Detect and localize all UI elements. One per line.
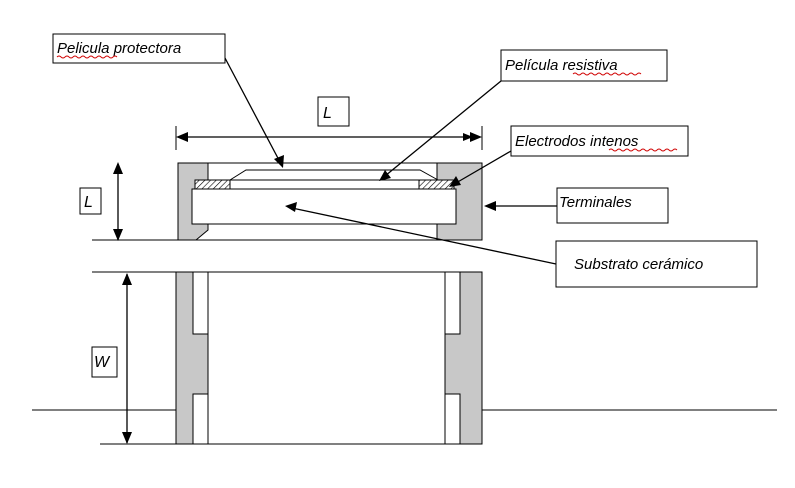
resistive-film-leader (384, 80, 502, 177)
ceramic-substrate-label: Substrato cerámico (574, 256, 703, 273)
top-view (32, 271, 777, 445)
ceramic-substrate-leader (291, 207, 557, 265)
resistor-body-top (209, 273, 444, 443)
internal-electrodes-label-box (510, 125, 689, 157)
protective-film-leader (224, 57, 281, 163)
length-dimension-label: L (323, 105, 332, 122)
callouts: Pelicula protectora Película resistiva E… (52, 33, 758, 288)
left-terminal-notch-lower (192, 393, 209, 445)
width-dimension-label: W (94, 354, 111, 371)
right-terminal-notch-upper (444, 271, 461, 335)
height-dimension-box (79, 187, 102, 215)
width-dimension-box (91, 346, 118, 378)
right-internal-electrode (418, 179, 455, 190)
dimensions: L L W (79, 96, 483, 444)
side-view (92, 162, 483, 241)
resistive-film-label-box (500, 49, 668, 82)
length-dimension-box (317, 96, 350, 127)
terminals-label-box (556, 187, 669, 224)
protective-film-label-box (52, 33, 226, 64)
protective-film (208, 162, 439, 181)
right-terminal-notch-lower (444, 393, 461, 445)
left-internal-electrode (194, 179, 231, 190)
left-terminal-notch-upper (192, 271, 209, 335)
internal-electrodes-label: Electrodos intenos (515, 133, 639, 150)
terminals-label: Terminales (559, 194, 632, 211)
height-dimension-label: L (84, 194, 93, 211)
ceramic-substrate (191, 188, 457, 225)
ceramic-substrate-label-box (555, 240, 758, 288)
protective-film-label: Pelicula protectora (57, 40, 181, 57)
resistive-film-label: Película resistiva (505, 57, 618, 74)
internal-electrodes-leader (455, 150, 512, 184)
